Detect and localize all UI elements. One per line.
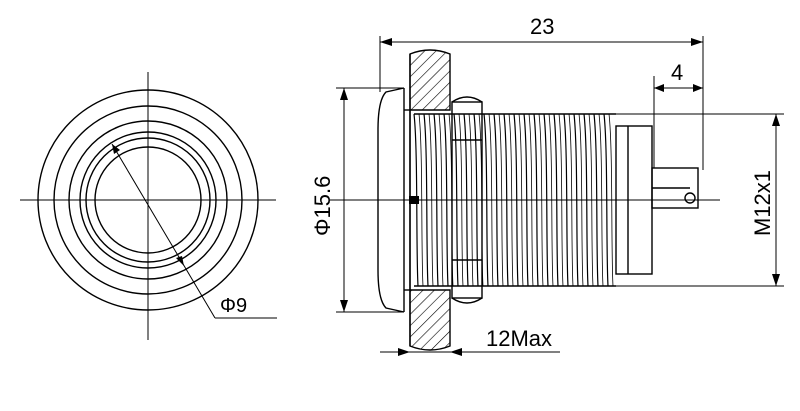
thread-arrow-bottom [772,274,780,286]
thread-root [428,113,434,287]
thread-root [528,113,534,287]
thread-spec-label: M12x1 [750,170,775,236]
thread-crest [433,113,439,287]
thread-root [548,113,554,287]
thread-crest [553,113,559,287]
panel-top [409,49,451,111]
lens-diameter-arrow-bottom [176,256,184,266]
center-marker [409,196,419,204]
thread-root [608,113,614,287]
thread-root [438,113,444,287]
thread-crest [503,113,509,287]
thread-crest [463,113,469,287]
lens-diameter-label: Φ9 [220,295,247,317]
thread-crest [423,113,429,287]
bezel-arrow-bottom [340,300,348,312]
panel-bottom [409,289,451,351]
panel-arrow-right [450,348,462,356]
thread-crest [493,113,499,287]
thread-root [538,113,544,287]
front-view [20,72,277,340]
thread-arrow-top [772,114,780,126]
nut-hex-line-bottom [451,297,483,304]
terminal-length-label: 4 [671,60,683,85]
lens-diameter-arrow-top [112,144,120,154]
nut-hex-line-top [451,96,483,103]
thread-root [468,113,474,287]
thread-root [418,113,424,287]
thread-root [578,113,584,287]
thread-root [488,113,494,287]
thread-root [458,113,464,287]
thread-crest [583,113,589,287]
thread-pattern [413,113,614,287]
thread-root [498,113,504,287]
thread-root [508,113,514,287]
panel-arrow-left [398,348,410,356]
thread-crest [443,113,449,287]
thread-root [518,113,524,287]
thread-crest [453,113,459,287]
thread-crest [413,113,419,287]
thread-crest [513,113,519,287]
thread-crest [603,113,609,287]
thread-crest [533,113,539,287]
overall-length-label: 23 [530,14,554,39]
thread-root [588,113,594,287]
terminal-arrow-left [654,84,664,92]
thread-crest [593,113,599,287]
thread-root [448,113,454,287]
thread-crest [483,113,489,287]
thread-root [478,113,484,287]
terminal-hole [684,192,696,204]
thread-crest [523,113,529,287]
bezel-diameter-label: Φ15.6 [310,176,335,236]
thread-crest [573,113,579,287]
thread-crest [473,113,479,287]
lens-diameter-leader [111,143,216,319]
thread-root [598,113,604,287]
overall-arrow-left [380,38,392,46]
dimension-lines [336,36,784,356]
thread-crest [563,113,569,287]
terminal-arrow-right [693,84,703,92]
side-view [330,49,720,351]
thread-crest [543,113,549,287]
panel-thickness-label: 12Max [486,326,552,351]
overall-arrow-right [691,38,703,46]
thread-root [558,113,564,287]
bezel-arrow-top [340,88,348,100]
thread-root [568,113,574,287]
